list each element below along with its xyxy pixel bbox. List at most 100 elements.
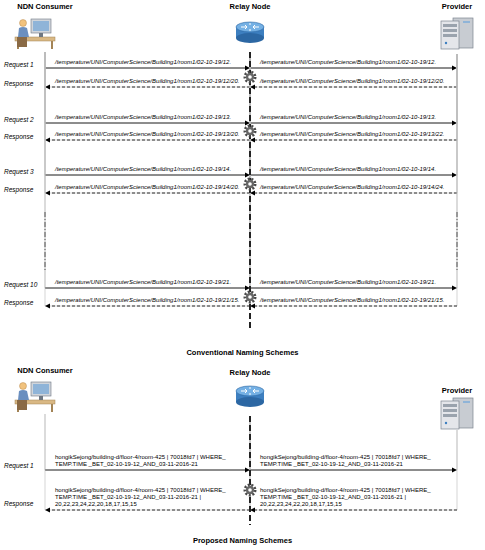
arrow-head: [45, 508, 50, 513]
message-line: [254, 193, 457, 194]
message-arrow: [45, 52, 250, 291]
message-name: /temperature/UNI/ComputerScience/Buildin…: [260, 78, 451, 85]
message-name: hongikSejong/building-d/floor-4/room-425…: [55, 487, 244, 509]
message-name: /temperature/UNI/ComputerScience/Buildin…: [55, 114, 244, 121]
ellipsis-line: [457, 212, 458, 272]
lifeline-segment: [45, 52, 250, 175]
message-line: [45, 123, 246, 124]
message-line: [250, 470, 453, 471]
message-arrow: [250, 52, 457, 126]
message-name: /temperature/UNI/ComputerScience/Buildin…: [260, 131, 451, 138]
message-name: /temperature/UNI/ComputerScience/Buildin…: [260, 297, 451, 304]
message-line: [49, 306, 250, 307]
message-line: [254, 87, 457, 88]
message-arrow: [250, 52, 457, 291]
actor-node: NDN Consumer: [5, 366, 85, 414]
message-name: /temperature/UNI/ComputerScience/Buildin…: [260, 59, 451, 66]
arrow-head: [452, 66, 457, 71]
step-label: Response: [4, 299, 33, 307]
gear-icon: [245, 179, 255, 189]
arrow-head: [45, 191, 50, 196]
arrow-head: [452, 173, 457, 178]
lifeline-segment: [250, 52, 457, 68]
message-line: [254, 510, 457, 511]
message-line: [49, 193, 250, 194]
message-name: /temperature/UNI/ComputerScience/Buildin…: [55, 131, 244, 138]
lifeline-segment: [250, 52, 457, 288]
message-arrow: [250, 52, 457, 196]
lifeline-segment: [45, 414, 250, 470]
message-line: [45, 175, 246, 176]
message-line: [49, 510, 250, 511]
lifeline-segment: [250, 52, 457, 193]
message-arrow: [250, 52, 457, 143]
actor-name: Relay Node: [215, 2, 285, 11]
actor-name: Provider: [432, 386, 482, 395]
message-line: [250, 68, 453, 69]
lifeline-segment: [250, 52, 457, 306]
arrow-head: [45, 304, 50, 309]
actor-name: NDN Consumer: [5, 366, 85, 375]
message-arrow: [250, 52, 457, 309]
step-label: Request 1: [4, 61, 34, 69]
router-icon: [236, 386, 264, 407]
message-line: [250, 288, 453, 289]
step-label: Response: [4, 186, 33, 194]
message-name: /temperature/UNI/ComputerScience/Buildin…: [55, 78, 244, 85]
lifeline-segment: [45, 52, 250, 140]
ellipsis-line: [45, 212, 46, 272]
message-arrow: [250, 52, 457, 178]
message-name: /temperature/UNI/ComputerScience/Buildin…: [260, 279, 451, 286]
message-line: [45, 288, 246, 289]
message-line: [49, 140, 250, 141]
section-title: Proposed Naming Schemes: [0, 536, 485, 545]
arrow-head: [452, 121, 457, 126]
lifeline-segment: [250, 416, 457, 510]
message-line: [250, 123, 453, 124]
message-arrow: [45, 52, 250, 178]
message-name: hongikSejong/building-d/floor-4/room-425…: [260, 454, 451, 468]
lifeline-segment: [250, 52, 457, 87]
message-arrow: [45, 52, 250, 90]
step-label: Response: [4, 500, 33, 508]
lifeline-segment: [250, 52, 457, 140]
step-label: Response: [4, 80, 33, 88]
message-name: /temperature/UNI/ComputerScience/Buildin…: [55, 279, 244, 286]
step-label: Response: [4, 133, 33, 141]
actor-node: Provider: [432, 386, 482, 430]
arrow-head: [452, 468, 457, 473]
actor-node: Relay Node: [215, 2, 285, 52]
gear-icon: [245, 292, 255, 302]
message-arrow: [45, 414, 250, 513]
actor-name: Provider: [432, 2, 482, 11]
message-line: [45, 470, 246, 471]
message-name: /temperature/UNI/ComputerScience/Buildin…: [260, 114, 451, 121]
step-label: Request 1: [4, 462, 34, 470]
message-line: [254, 306, 457, 307]
message-name: /temperature/UNI/ComputerScience/Buildin…: [260, 184, 451, 191]
step-label: Request 3: [4, 168, 34, 176]
message-arrow: [45, 52, 250, 309]
relay-lifeline: [249, 416, 251, 525]
server-icon: [441, 18, 473, 49]
actor-name: NDN Consumer: [5, 2, 85, 11]
actor-node: Provider: [432, 2, 482, 54]
message-name: hongikSejong/building-d/floor-4/room-425…: [260, 487, 451, 509]
message-line: [49, 87, 250, 88]
message-name: /temperature/UNI/ComputerScience/Buildin…: [55, 184, 244, 191]
lifeline-segment: [250, 52, 457, 175]
message-arrow: [45, 52, 250, 143]
lifeline-segment: [45, 52, 250, 306]
relay-lifeline: [249, 52, 251, 330]
message-arrow: [45, 414, 250, 473]
message-arrow: [250, 52, 457, 71]
lifeline-segment: [250, 416, 457, 470]
actor-name: Relay Node: [215, 368, 285, 377]
arrow-head: [45, 85, 50, 90]
server-icon: [441, 398, 473, 429]
message-name: /temperature/UNI/ComputerScience/Buildin…: [55, 297, 244, 304]
lifeline-segment: [45, 52, 250, 193]
message-arrow: [45, 52, 250, 71]
message-name: /temperature/UNI/ComputerScience/Buildin…: [55, 166, 244, 173]
gear-icon: [245, 126, 255, 136]
